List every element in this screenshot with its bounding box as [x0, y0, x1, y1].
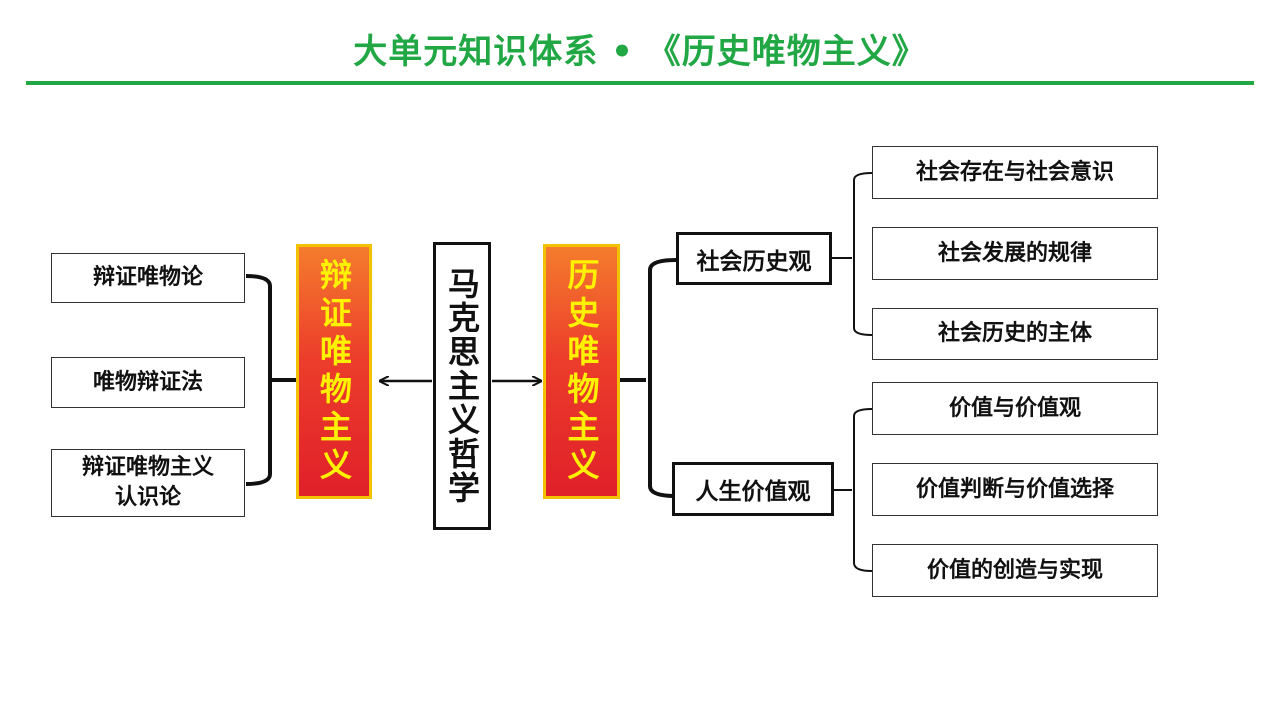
left-item-dialectical-materialism-ontology: 辩证唯物论 [51, 253, 245, 303]
left-item-materialist-dialectics: 唯物辩证法 [51, 357, 245, 408]
title-divider [26, 81, 1254, 85]
branch-life-value-view: 人生价值观 [672, 462, 834, 516]
child-value-judgment-choice: 价值判断与价值选择 [872, 463, 1158, 516]
left-item-epistemology: 辩证唯物主义认识论 [51, 449, 245, 517]
child-social-history-subject: 社会历史的主体 [872, 308, 1158, 360]
branch-social-history-view: 社会历史观 [676, 232, 832, 285]
right-main-bracket [620, 258, 677, 498]
child-social-development-laws: 社会发展的规律 [872, 227, 1158, 280]
dialectical-materialism-box: 辩证唯物主义 [296, 244, 372, 499]
historical-materialism-box: 历史唯物主义 [543, 244, 620, 499]
page-title: 大单元知识体系 • 《历史唯物主义》 [353, 32, 927, 72]
marxist-philosophy-box: 马克思主义哲学 [433, 242, 491, 530]
lower-bracket [834, 408, 873, 572]
child-value-creation-realization: 价值的创造与实现 [872, 544, 1158, 597]
child-value-and-values: 价值与价值观 [872, 382, 1158, 435]
child-social-existence-consciousness: 社会存在与社会意识 [872, 146, 1158, 199]
upper-bracket [832, 172, 873, 336]
left-bracket [245, 274, 296, 486]
